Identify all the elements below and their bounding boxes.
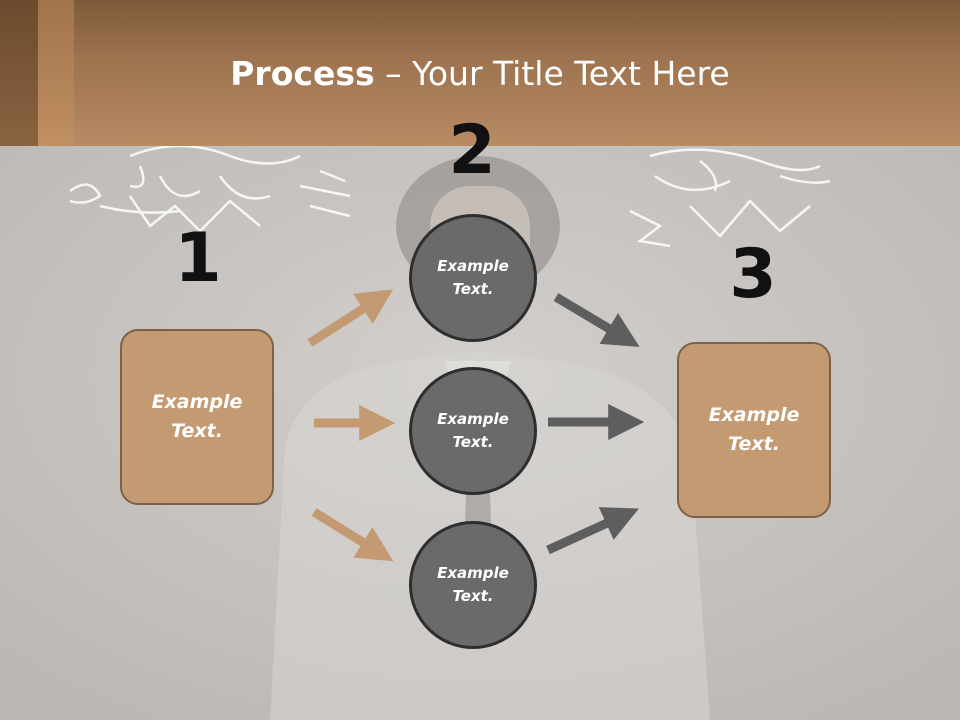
step-number-1: 1 bbox=[174, 219, 222, 298]
arrow-right-icon bbox=[553, 293, 640, 347]
title-bar: Process – Your Title Text Here bbox=[0, 0, 960, 146]
step-2-circle-bottom[interactable]: Example Text. bbox=[409, 521, 537, 649]
step-2-circle-middle[interactable]: Example Text. bbox=[409, 367, 537, 495]
step-number-2: 2 bbox=[448, 111, 496, 190]
angel-doodle-icon bbox=[629, 148, 831, 248]
step-3-box[interactable]: Example Text. bbox=[677, 342, 831, 518]
header-accent-band bbox=[38, 0, 74, 146]
arrow-right-icon bbox=[311, 508, 394, 562]
step-number-3: 3 bbox=[729, 235, 777, 314]
step-2-circle-top[interactable]: Example Text. bbox=[409, 214, 537, 342]
devil-doodle-icon bbox=[69, 146, 351, 233]
arrow-right-icon bbox=[546, 507, 639, 555]
slide-title[interactable]: Process – Your Title Text Here bbox=[0, 52, 960, 96]
title-bold-text: Process bbox=[230, 54, 375, 93]
title-rest-text: – Your Title Text Here bbox=[374, 54, 730, 93]
header-accent-band bbox=[0, 0, 38, 146]
step-1-box[interactable]: Example Text. bbox=[120, 329, 274, 505]
arrow-right-icon bbox=[307, 289, 394, 347]
